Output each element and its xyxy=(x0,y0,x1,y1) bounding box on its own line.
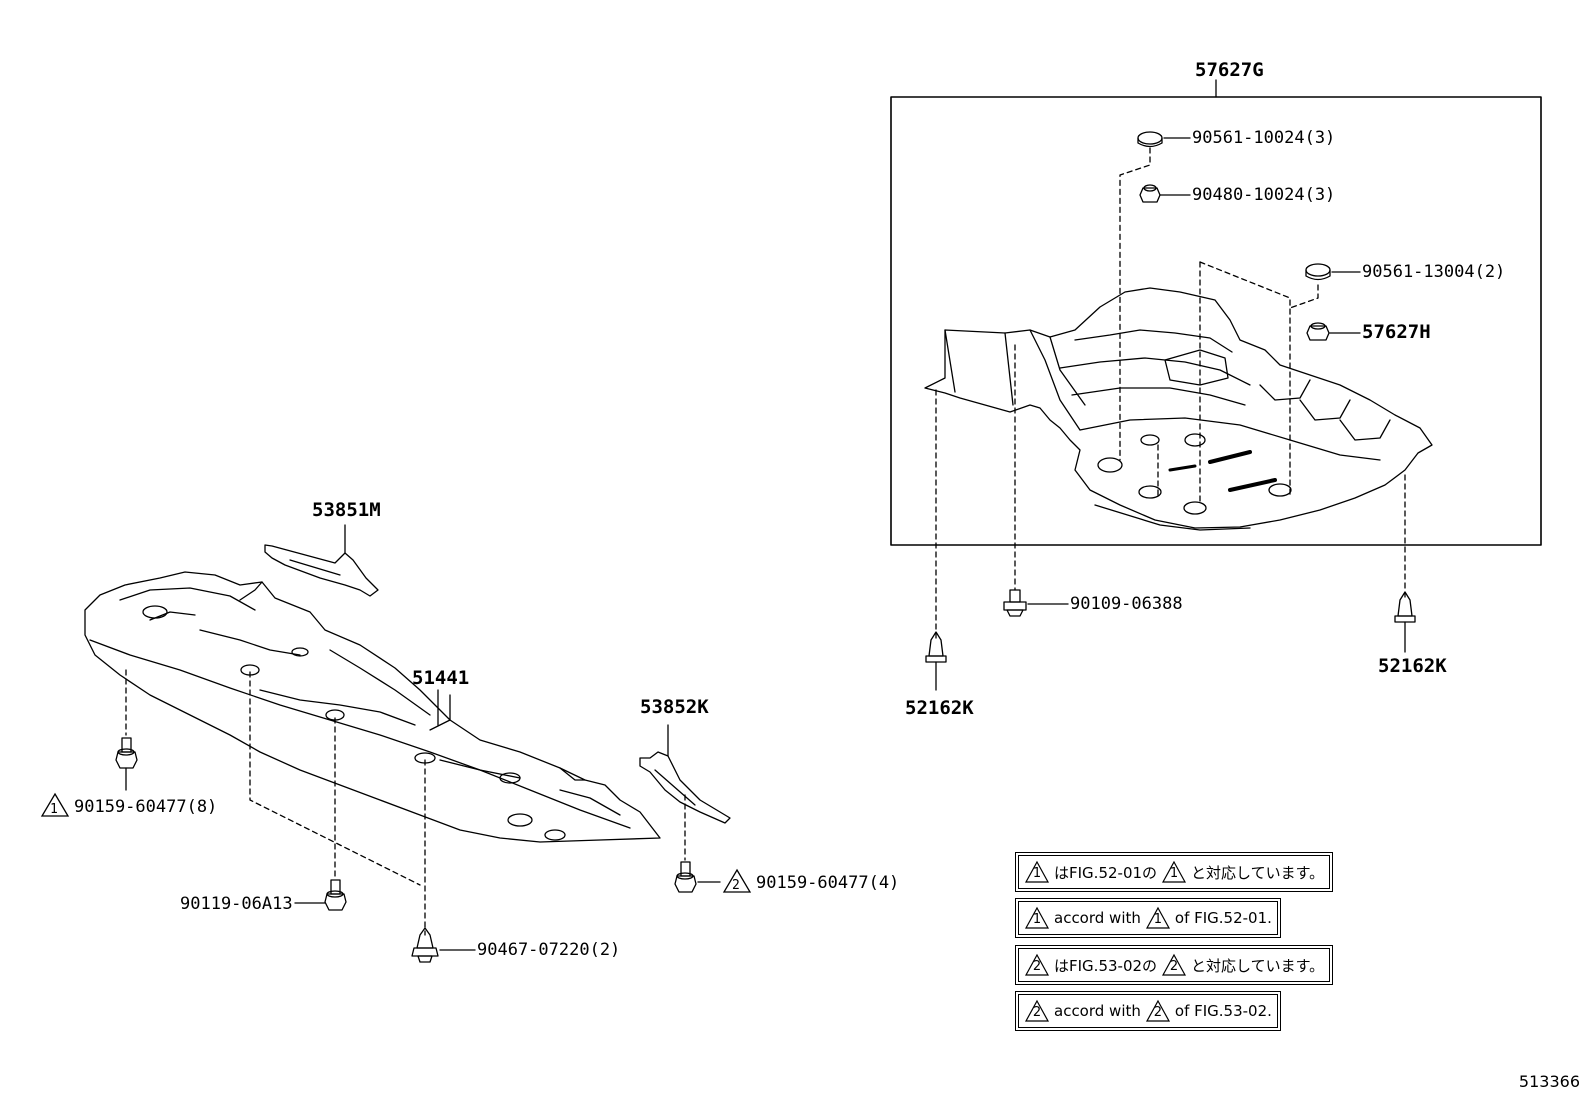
bracket-53852k xyxy=(639,724,731,824)
note-triangle-icon: 2 xyxy=(1161,953,1187,977)
note-en-fig53: 2 accord with 2 of FIG.53-02. xyxy=(1015,991,1281,1031)
label-57627g: 57627G xyxy=(1195,59,1264,81)
label-57627h: 57627H xyxy=(1362,321,1431,343)
label-52162k-right: 52162K xyxy=(1378,655,1447,677)
marker-1: 1 xyxy=(50,802,58,817)
warning-triangle-1-icon xyxy=(40,792,70,817)
note-text: はFIG.52-01の xyxy=(1054,863,1158,882)
note-text: of FIG.53-02. xyxy=(1174,1002,1272,1020)
note-triangle-icon: 2 xyxy=(1024,953,1050,977)
label-52162k-left: 52162K xyxy=(905,697,974,719)
grommet-90561-10024-icon xyxy=(1137,131,1163,148)
clip-90467-07220-icon xyxy=(411,927,439,963)
label-90119-06a13: 90119-06A13 xyxy=(180,894,293,914)
note-jp-fig52: 1 はFIG.52-01の 1 と対応しています。 xyxy=(1015,852,1334,892)
nut-90480-10024-icon xyxy=(1139,184,1161,203)
label-53852k: 53852K xyxy=(640,696,709,718)
cover-leader-lines xyxy=(125,669,686,936)
note-triangle-icon: 1 xyxy=(1024,906,1050,930)
label-90467-07220: 90467-07220(2) xyxy=(477,940,621,960)
bracket-53851m xyxy=(264,524,379,597)
label-51441: 51441 xyxy=(412,667,470,689)
label-90159-60477-8: 90159-60477(8) xyxy=(74,797,218,817)
warning-triangle-2-icon xyxy=(722,868,752,893)
bolt-90119-06a13-icon xyxy=(324,879,347,911)
note-jp-fig53: 2 はFIG.53-02の 2 と対応しています。 xyxy=(1015,945,1334,985)
assembly-box-57627g xyxy=(890,96,1542,546)
bolt-90159-60477-4-icon xyxy=(674,861,697,893)
note-text: accord with xyxy=(1054,1002,1141,1020)
engine-under-cover-57627g xyxy=(924,287,1433,531)
label-90561-10024: 90561-10024(3) xyxy=(1192,128,1336,148)
under-cover-51441 xyxy=(84,571,661,843)
nut-57627h-icon xyxy=(1306,322,1330,341)
grommet-90561-13004-icon xyxy=(1305,263,1331,281)
label-90109-06388: 90109-06388 xyxy=(1070,594,1183,614)
note-text: と対応しています。 xyxy=(1191,863,1325,882)
label-90480-10024: 90480-10024(3) xyxy=(1192,185,1336,205)
clip-52162k-left-icon xyxy=(925,631,947,691)
note-text: はFIG.53-02の xyxy=(1054,956,1158,975)
note-triangle-icon: 2 xyxy=(1145,999,1171,1023)
label-90561-13004: 90561-13004(2) xyxy=(1362,262,1506,282)
note-text: of FIG.52-01. xyxy=(1174,909,1272,927)
note-triangle-icon: 1 xyxy=(1024,860,1050,884)
label-53851m: 53851M xyxy=(312,499,381,521)
marker-2: 2 xyxy=(732,878,740,893)
assembly-leader-lines xyxy=(935,147,1406,641)
note-triangle-icon: 2 xyxy=(1024,999,1050,1023)
note-en-fig52: 1 accord with 1 of FIG.52-01. xyxy=(1015,898,1281,938)
note-text: accord with xyxy=(1054,909,1141,927)
bolt-90109-06388-icon xyxy=(1003,589,1027,617)
note-triangle-icon: 1 xyxy=(1161,860,1187,884)
label-90159-60477-4: 90159-60477(4) xyxy=(756,873,900,893)
note-triangle-icon: 1 xyxy=(1145,906,1171,930)
figure-id: 513366 xyxy=(1518,1072,1580,1091)
clip-52162k-right-icon xyxy=(1394,591,1416,653)
note-text: と対応しています。 xyxy=(1191,956,1325,975)
bolt-90159-60477-8-icon xyxy=(115,737,138,769)
